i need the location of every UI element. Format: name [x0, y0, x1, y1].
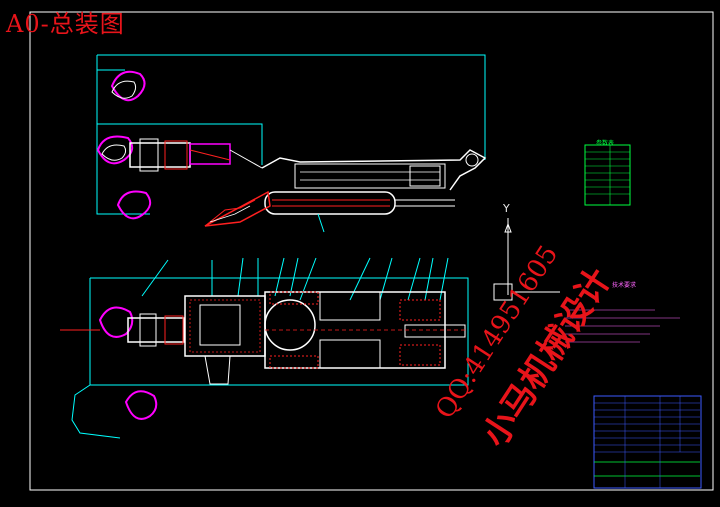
title-block — [593, 395, 702, 489]
param-table-title: 参数表 — [596, 140, 615, 147]
axis-y-label: Y — [503, 202, 510, 215]
plan-cutter-head-lower-icon — [124, 390, 158, 420]
side-envelope-line — [96, 55, 150, 215]
side-dimension-line-2 — [97, 123, 263, 165]
plan-turret — [184, 295, 316, 385]
cutter-head-inner — [111, 80, 137, 99]
plan-track-right — [269, 355, 319, 369]
plan-swing-arc — [71, 384, 121, 439]
plan-cutting-boom — [127, 313, 185, 347]
plan-leader-lines — [141, 257, 449, 301]
cutter-head-upper-icon — [110, 70, 146, 102]
loading-shovel — [204, 190, 271, 227]
plan-envelope — [89, 277, 469, 386]
cutter-head-middle-icon — [96, 135, 134, 165]
crawler-track-side — [264, 191, 455, 215]
notes-title: 技术要求 — [612, 282, 637, 289]
drawing-title: A0-总装图 — [6, 10, 125, 38]
side-dimension-line — [97, 54, 486, 160]
plan-view — [60, 257, 469, 439]
drawing-border — [29, 11, 714, 491]
machine-body-side — [261, 149, 487, 191]
plan-track-left — [269, 291, 319, 305]
coordinate-axes — [493, 218, 560, 301]
leader-line — [317, 213, 325, 233]
plan-cutter-head-icon — [98, 306, 134, 338]
cutting-boom — [129, 138, 263, 172]
cutter-head-inner — [101, 144, 127, 161]
side-elevation-view — [96, 54, 487, 233]
technical-notes — [565, 309, 680, 343]
plan-conveyor — [264, 291, 466, 369]
parameter-table — [584, 144, 631, 206]
cutter-head-lower-icon — [116, 190, 152, 220]
